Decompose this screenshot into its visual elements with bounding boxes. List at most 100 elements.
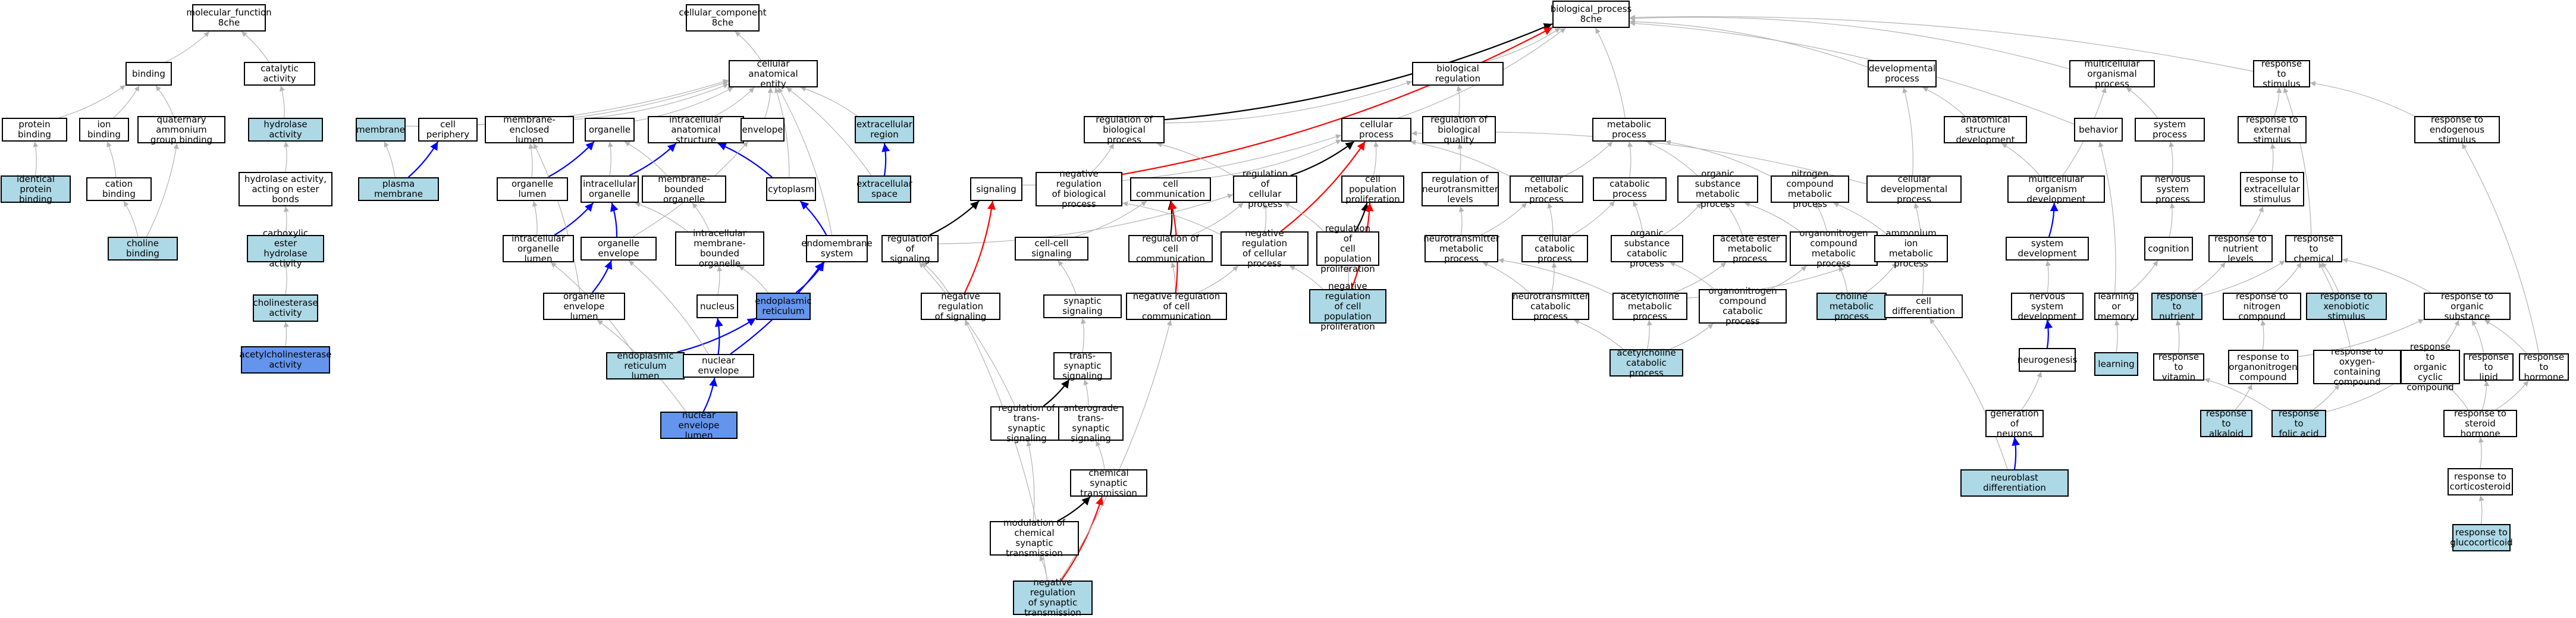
term-node[interactable]: endoplasmic reticulum <box>755 293 812 320</box>
term-node[interactable]: neurogenesis <box>2017 348 2077 372</box>
term-node[interactable]: cholinesterase activity <box>253 294 318 322</box>
term-node[interactable]: choline binding <box>108 237 178 261</box>
term-node[interactable]: cytoplasm <box>766 177 816 201</box>
term-node[interactable]: plasma membrane <box>358 177 439 201</box>
term-node[interactable]: extracellular space <box>856 175 912 203</box>
term-node[interactable]: response to organic cyclic compound <box>2401 341 2460 392</box>
term-node[interactable]: cation binding <box>86 177 152 201</box>
term-node[interactable]: cell population proliferation <box>1341 174 1404 204</box>
term-node[interactable]: response to organic substance <box>2424 291 2511 321</box>
term-node[interactable]: nuclear envelope lumen <box>660 410 738 440</box>
term-node[interactable]: response to stimulus <box>2253 58 2310 89</box>
term-node[interactable]: envelope <box>741 118 785 142</box>
term-node[interactable]: organonitrogen compound metabolic proces… <box>1790 228 1878 269</box>
term-node[interactable]: cellular catabolic process <box>1521 233 1588 263</box>
term-node[interactable]: response to alkaloid <box>2200 408 2252 438</box>
term-node[interactable]: hydrolase activity <box>248 118 323 142</box>
term-node[interactable]: quaternary ammonium group binding <box>137 114 225 145</box>
term-node[interactable]: binding <box>125 62 172 86</box>
term-node[interactable]: organic substance catabolic process <box>1611 228 1683 269</box>
term-node[interactable]: acetylcholinesterase activity <box>240 346 331 374</box>
term-node[interactable]: learning <box>2094 352 2138 376</box>
term-node[interactable]: response to endogenous stimulus <box>2414 114 2500 145</box>
term-node[interactable]: system development <box>2006 237 2089 261</box>
term-node[interactable]: response to oxygen-containing compound <box>2313 347 2401 387</box>
term-node[interactable]: cell periphery <box>418 118 478 142</box>
term-node[interactable]: biological regulation <box>1412 62 1504 86</box>
term-node[interactable]: generation of neurons <box>1985 408 2044 438</box>
term-node[interactable]: nucleus <box>696 294 738 318</box>
term-node[interactable]: anterograde trans-synaptic signaling <box>1058 403 1124 444</box>
term-node[interactable]: protein binding <box>2 118 67 142</box>
term-node[interactable]: metabolic process <box>1592 118 1666 142</box>
term-node[interactable]: response to nitrogen compound <box>2223 291 2301 321</box>
term-node[interactable]: extracellular region <box>855 116 914 143</box>
term-node[interactable]: endomembrane system <box>801 235 873 262</box>
term-node[interactable]: organic substance metabolic process <box>1677 169 1758 209</box>
term-node[interactable]: synaptic signaling <box>1043 294 1122 318</box>
term-node[interactable]: response to chemical <box>2285 233 2342 263</box>
term-node[interactable]: ammonium ion metabolic process <box>1874 228 1948 269</box>
term-node[interactable]: response to xenobiotic stimulus <box>2306 291 2387 321</box>
term-node[interactable]: negative regulation of cell communicatio… <box>1126 291 1227 321</box>
term-node[interactable]: response to lipid <box>2464 352 2514 382</box>
term-node[interactable]: trans-synaptic signaling <box>1053 350 1112 381</box>
term-node[interactable]: nitrogen compound metabolic process <box>1771 169 1849 209</box>
term-node[interactable]: neurotransmitter catabolic process <box>1512 290 1589 322</box>
term-node[interactable]: cellular process <box>1341 118 1411 142</box>
term-node[interactable]: multicellular organism development <box>2007 174 2105 204</box>
term-node[interactable]: response to glucocorticoid <box>2450 524 2513 551</box>
term-node[interactable]: multicellular organismal process <box>2069 58 2155 89</box>
term-node[interactable]: acetate ester metabolic process <box>1713 233 1787 263</box>
term-node[interactable]: regulation of cellular process <box>1233 169 1297 209</box>
term-node[interactable]: negative regulation of synaptic transmis… <box>1013 578 1093 618</box>
term-node[interactable]: acetylcholine metabolic process <box>1612 291 1687 321</box>
term-node[interactable]: intracellular membrane-bounded organelle <box>675 228 764 269</box>
term-node[interactable]: organonitrogen compound catabolic proces… <box>1699 286 1787 327</box>
term-node[interactable]: molecular_function 8che <box>186 4 272 32</box>
term-node[interactable]: developmental process <box>1868 60 1937 87</box>
term-node[interactable]: regulation of cell communication <box>1128 233 1213 263</box>
term-node[interactable]: ion binding <box>79 118 129 142</box>
term-node[interactable]: nervous system process <box>2141 174 2205 204</box>
term-node[interactable]: regulation of signaling <box>881 233 939 263</box>
term-node[interactable]: response to corticosteroid <box>2448 468 2513 495</box>
term-node[interactable]: anatomical structure development <box>1944 114 2027 145</box>
term-node[interactable]: intracellular anatomical structure <box>648 114 744 145</box>
term-node[interactable]: cell-cell signaling <box>1015 237 1088 261</box>
term-node[interactable]: cellular anatomical entity <box>729 58 818 89</box>
term-node[interactable]: cognition <box>2144 237 2193 261</box>
term-node[interactable]: regulation of trans-synaptic signaling <box>990 403 1063 444</box>
term-node[interactable]: membrane-enclosed lumen <box>485 114 574 145</box>
term-node[interactable]: organelle envelope lumen <box>543 291 625 321</box>
term-node[interactable]: negative regulation of cell population p… <box>1309 281 1386 331</box>
term-node[interactable]: intracellular organelle <box>581 175 639 203</box>
term-node[interactable]: negative regulation of cellular process <box>1220 228 1309 269</box>
term-node[interactable]: choline metabolic process <box>1816 291 1887 321</box>
term-node[interactable]: response to organonitrogen compound <box>2228 350 2298 384</box>
term-node[interactable]: modulation of chemical synaptic transmis… <box>990 518 1079 559</box>
term-node[interactable]: cellular developmental process <box>1866 174 1962 204</box>
term-node[interactable]: cell communication <box>1130 177 1211 201</box>
term-node[interactable]: membrane <box>356 118 406 142</box>
term-node[interactable]: negative regulation of biological proces… <box>1036 169 1122 209</box>
term-node[interactable]: acetylcholine catabolic process <box>1609 347 1683 378</box>
term-node[interactable]: regulation of neurotransmitter levels <box>1422 172 1499 206</box>
term-node[interactable]: hydrolase activity, acting on ester bond… <box>239 172 332 206</box>
term-node[interactable]: cellular metabolic process <box>1510 174 1583 204</box>
term-node[interactable]: cell differentiation <box>1884 294 1963 318</box>
term-node[interactable]: organelle <box>585 118 635 142</box>
term-node[interactable]: regulation of cell population proliferat… <box>1316 223 1379 274</box>
term-node[interactable]: neuroblast differentiation <box>1960 469 2069 497</box>
term-node[interactable]: chemical synaptic transmission <box>1070 468 1147 498</box>
term-node[interactable]: biological_process 8che <box>1551 1 1631 28</box>
term-node[interactable]: catabolic process <box>1593 177 1667 201</box>
term-node[interactable]: catalytic activity <box>244 62 315 86</box>
term-node[interactable]: cellular_component 8che <box>679 4 767 32</box>
term-node[interactable]: response to vitamin <box>2153 352 2204 382</box>
term-node[interactable]: carboxylic ester hydrolase activity <box>247 228 324 269</box>
term-node[interactable]: endoplasmic reticulum lumen <box>606 350 685 381</box>
term-node[interactable]: organelle lumen <box>497 177 568 201</box>
term-node[interactable]: regulation of biological process <box>1084 114 1165 145</box>
term-node[interactable]: neurotransmitter metabolic process <box>1423 233 1499 264</box>
